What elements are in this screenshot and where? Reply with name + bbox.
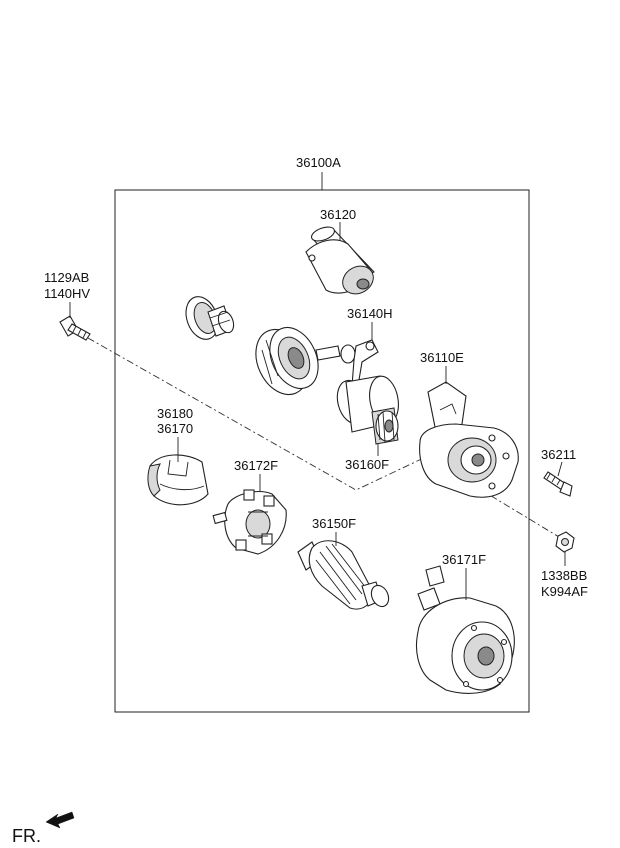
- screw-leader: [557, 461, 563, 477]
- solenoid-part: [305, 226, 375, 295]
- lever-part: [315, 339, 379, 387]
- assembly-centerline: [87, 337, 431, 491]
- brush-holder-cover-part: [147, 454, 209, 506]
- solenoid-label: 36120: [320, 207, 356, 222]
- reduction-gear-part: [185, 296, 235, 340]
- bolt-label-a: 1129AB: [44, 270, 89, 285]
- internal-gear-part: [255, 326, 319, 395]
- pinion-clutch-label: 36160F: [345, 457, 389, 472]
- holder-label-a: 36180: [157, 406, 193, 421]
- nut-label-b: K994AF: [541, 584, 588, 599]
- screw-label: 36211: [541, 447, 576, 462]
- pinion-clutch-part: [336, 375, 399, 445]
- nut-part: [555, 531, 575, 553]
- brush-holder-label: 36172F: [234, 458, 278, 473]
- front-direction-label: FR.: [12, 826, 41, 846]
- bolt-part: [59, 315, 91, 341]
- yoke-part: [415, 565, 515, 694]
- armature-part: [297, 540, 390, 610]
- housing-label: 36110E: [420, 350, 464, 365]
- nut-label-a: 1338BB: [541, 568, 587, 583]
- screw-part: [543, 471, 573, 497]
- housing-part: [419, 381, 519, 498]
- assembly-label: 36100A: [296, 155, 341, 170]
- yoke-label: 36171F: [442, 552, 486, 567]
- lever-label: 36140H: [347, 306, 393, 321]
- front-direction-arrow-icon: [45, 811, 75, 829]
- holder-label-b: 36170: [157, 421, 193, 436]
- brush-holder-part: [212, 489, 287, 555]
- bolt-label-b: 1140HV: [44, 286, 90, 301]
- armature-label: 36150F: [312, 516, 356, 531]
- nut-centerline: [477, 487, 565, 541]
